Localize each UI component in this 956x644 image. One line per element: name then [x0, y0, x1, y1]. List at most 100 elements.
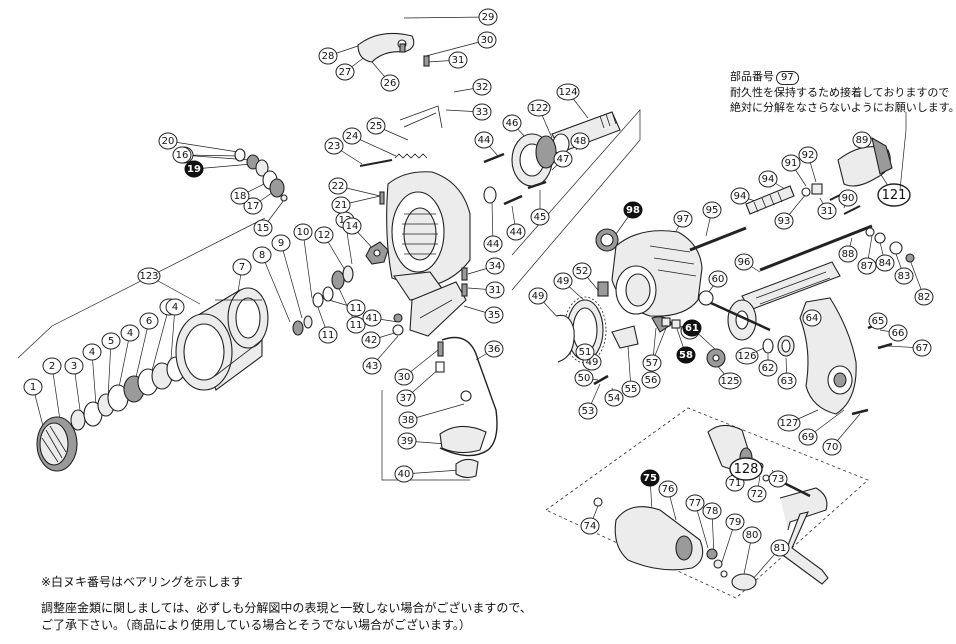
part-number-label: 45	[534, 212, 547, 223]
part-callout-82: 82	[914, 288, 934, 306]
part-number-label: 73	[772, 474, 785, 485]
callout-ring	[120, 324, 140, 342]
callout-part-number: 97	[776, 71, 799, 85]
part-callout-21: 21	[331, 196, 351, 214]
part-number-label: 12	[318, 230, 331, 241]
callout-ring	[484, 340, 504, 358]
part-number-label: 8	[259, 250, 265, 261]
part-callout-74: 74	[580, 517, 600, 535]
body-group-outline	[381, 390, 470, 481]
callout-ring	[474, 131, 494, 149]
part-callout-48: 48	[570, 132, 590, 150]
gear-cover-plate	[555, 314, 575, 363]
callout-ring	[318, 47, 338, 65]
part-number-label: 87	[861, 261, 874, 272]
part-number-label: 2	[49, 361, 55, 372]
callout-ring	[328, 177, 348, 195]
spool-clutch-parts	[292, 265, 354, 336]
callout-ring	[578, 402, 598, 420]
callout-ring	[702, 201, 722, 219]
part-number-label: 24	[346, 131, 359, 142]
callout-ring	[165, 298, 185, 316]
callout-ring	[293, 223, 313, 241]
part-callout-90: 90	[838, 189, 858, 207]
bail-arm-plate	[409, 281, 467, 337]
part-number-label: 3	[71, 361, 77, 372]
part-callout-24: 24	[342, 127, 362, 145]
callout-ring	[673, 210, 693, 228]
part-number-label: 57	[646, 358, 659, 369]
part-callout-54: 54	[604, 389, 624, 407]
part-callout-44: 44	[474, 131, 494, 149]
part-number-label: 7	[239, 262, 245, 273]
bearing-marker	[682, 319, 702, 337]
leader-line-4	[149, 306, 170, 379]
callout-ring	[758, 359, 778, 377]
callout-ring	[252, 246, 272, 264]
part-number-label: 95	[706, 205, 719, 216]
part-callout-60: 60	[708, 270, 728, 288]
rear-stopper-arm	[837, 136, 893, 187]
part-callout-61: 61	[682, 319, 702, 337]
callout-ring	[335, 63, 355, 81]
callout-ring	[742, 526, 762, 544]
bearing-marker	[640, 469, 660, 487]
callout-ring	[483, 235, 503, 253]
callout-ring	[271, 234, 291, 252]
part-number-label: 25	[370, 121, 383, 132]
part-number-label: 63	[781, 376, 794, 387]
part-callout-11: 11	[346, 316, 366, 334]
callout-ring	[781, 154, 801, 172]
part-number-label: 31	[489, 285, 502, 296]
callout-ring	[139, 312, 159, 330]
part-callout-42: 42	[361, 331, 381, 349]
callout-ring	[484, 306, 504, 324]
part-number-label: 71	[729, 478, 742, 489]
leader-line-4	[117, 332, 131, 393]
pinion-washer	[483, 186, 497, 204]
pinion-bearing-hub	[511, 133, 557, 187]
part-callout-58: 58	[676, 346, 696, 364]
adjustment-note-line-1: 調整座金類に関しましては、必ずしも分解図中の表現と一致しない場合がございますので…	[41, 601, 532, 615]
part-number-label: 19	[187, 164, 201, 175]
callout-ring	[770, 539, 790, 557]
callout-ring	[868, 312, 888, 330]
callout-ring	[324, 137, 344, 155]
bearing-note: ※白ヌキ番号はベアリングを示します	[41, 575, 244, 589]
bail-wire-lower	[439, 336, 498, 457]
part-number-label: 94	[762, 174, 775, 185]
bearing-marker	[184, 160, 204, 178]
callout-ring	[817, 202, 837, 220]
handle-arm	[769, 474, 829, 585]
part-number-label: 38	[402, 415, 415, 426]
callout-ring	[838, 189, 858, 207]
callout-ring	[758, 170, 778, 188]
part-callout-31: 31	[817, 202, 837, 220]
callout-ring	[361, 331, 381, 349]
part-number-label: 75	[643, 473, 657, 484]
part-callout-22: 22	[328, 177, 348, 195]
callout-ring	[575, 343, 595, 361]
part-number-label: 78	[706, 506, 719, 517]
part-number-label: 69	[802, 432, 815, 443]
spool-group-outline	[17, 217, 266, 359]
part-number-label: 4	[172, 302, 178, 313]
callout-ring	[822, 438, 842, 456]
callout-ring	[777, 372, 797, 390]
part-callout-63: 63	[777, 372, 797, 390]
part-callout-31: 31	[485, 281, 505, 299]
part-number-label: 55	[625, 384, 638, 395]
part-number-label: 66	[892, 328, 905, 339]
callout-ring	[362, 357, 382, 375]
part-number-label: 128	[734, 462, 759, 477]
part-callout-19: 19	[184, 160, 204, 178]
leader-line-30	[425, 39, 488, 57]
callout-ring	[642, 354, 662, 372]
part-number-label: 83	[898, 271, 911, 282]
part-number-label: 81	[774, 543, 787, 554]
part-callout-97: 97	[673, 210, 693, 228]
part-number-label: 18	[234, 191, 247, 202]
